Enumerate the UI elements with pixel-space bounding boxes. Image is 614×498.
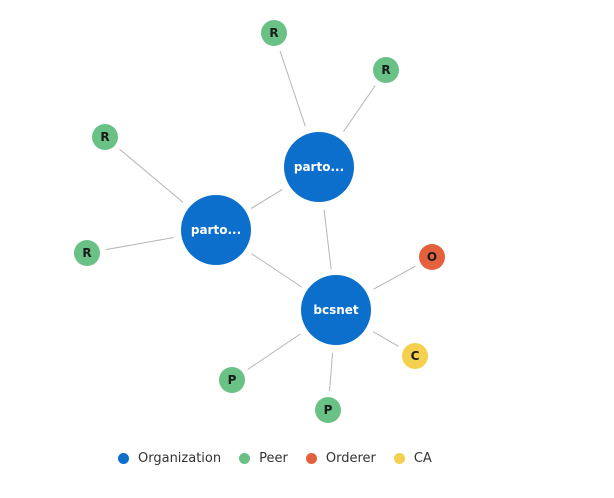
- node-circle-r4: [74, 240, 100, 266]
- legend-item-organization[interactable]: Organization: [118, 451, 221, 466]
- node-circle-p1: [219, 367, 245, 393]
- node-label-o1: O: [427, 250, 437, 264]
- edge-org-upper-bcsnet: [323, 209, 332, 270]
- edge-org-upper-r2: [343, 85, 376, 132]
- edge-org-left-r4: [105, 237, 174, 251]
- node-org-upper[interactable]: parto...: [284, 132, 354, 202]
- node-label-r2: R: [381, 63, 390, 77]
- node-label-r1: R: [269, 26, 278, 40]
- node-r1[interactable]: R: [261, 20, 287, 46]
- node-label-org-left: parto...: [191, 223, 241, 237]
- node-label-r3: R: [100, 130, 109, 144]
- legend-dot-peer: [239, 453, 251, 464]
- legend-dot-ca: [393, 453, 405, 464]
- node-o1[interactable]: O: [419, 244, 445, 270]
- node-p2[interactable]: P: [315, 397, 341, 423]
- node-circle-o1: [419, 244, 445, 270]
- legend-item-ca[interactable]: CA: [393, 451, 432, 466]
- edges-layer: [105, 50, 416, 392]
- node-circle-c1: [402, 343, 428, 369]
- node-circle-org-upper: [284, 132, 354, 202]
- node-bcsnet[interactable]: bcsnet: [301, 275, 371, 345]
- legend-label-orderer: Orderer: [325, 451, 376, 466]
- edge-bcsnet-o1: [373, 265, 416, 290]
- edge-org-left-bcsnet: [251, 253, 303, 288]
- node-label-p1: P: [228, 373, 237, 387]
- node-label-org-upper: parto...: [294, 160, 344, 174]
- edge-bcsnet-p2: [329, 352, 334, 392]
- edge-org-upper-r1: [279, 50, 306, 127]
- node-circle-r1: [261, 20, 287, 46]
- node-circle-p2: [315, 397, 341, 423]
- node-c1[interactable]: C: [402, 343, 428, 369]
- legend-label-organization: Organization: [138, 451, 222, 466]
- network-graph: bcsnet parto... parto... R R R R O C P P: [74, 20, 445, 423]
- edge-org-left-r3: [119, 148, 184, 203]
- node-org-left[interactable]: parto...: [181, 195, 251, 265]
- node-p1[interactable]: P: [219, 367, 245, 393]
- legend: Organization Peer Orderer CA: [118, 451, 450, 466]
- node-r3[interactable]: R: [92, 124, 118, 150]
- node-circle-r3: [92, 124, 118, 150]
- node-circle-bcsnet: [301, 275, 371, 345]
- legend-dot-orderer: [305, 453, 317, 464]
- node-r2[interactable]: R: [373, 57, 399, 83]
- edge-bcsnet-c1: [372, 331, 399, 347]
- node-label-p2: P: [324, 403, 333, 417]
- legend-label-ca: CA: [413, 451, 432, 466]
- legend-dot-organization: [118, 453, 129, 464]
- legend-item-peer[interactable]: Peer: [239, 451, 288, 466]
- node-label-c1: C: [411, 349, 420, 363]
- legend-item-orderer[interactable]: Orderer: [305, 451, 376, 466]
- node-circle-r2: [373, 57, 399, 83]
- edge-org-upper-org-left: [250, 189, 283, 210]
- node-circle-org-left: [181, 195, 251, 265]
- legend-label-peer: Peer: [259, 451, 288, 466]
- nodes-layer: bcsnet parto... parto... R R R R O C P P: [74, 20, 445, 423]
- node-label-bcsnet: bcsnet: [313, 303, 359, 317]
- edge-bcsnet-p1: [247, 333, 301, 370]
- node-label-r4: R: [82, 246, 91, 260]
- node-r4[interactable]: R: [74, 240, 100, 266]
